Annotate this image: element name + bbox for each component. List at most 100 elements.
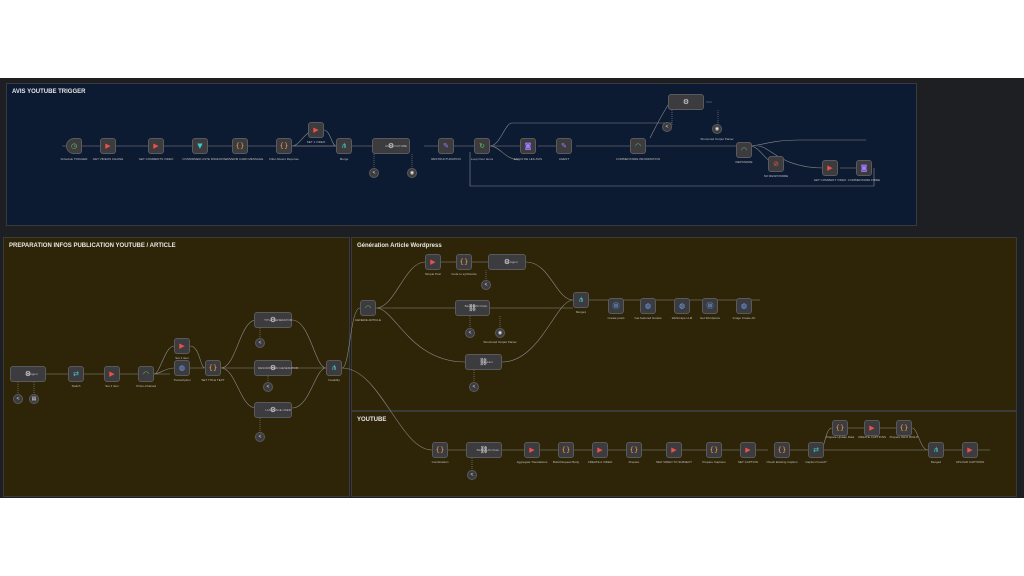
genere-article-node[interactable]: ◠ xyxy=(360,300,376,316)
image-create-node[interactable]: ◍ xyxy=(736,298,752,314)
group-title: YOUTUBE xyxy=(357,417,387,423)
model-subnode[interactable]: < xyxy=(481,280,491,290)
set-item-node[interactable]: ▶ xyxy=(104,366,120,382)
memory-subnode[interactable]: ▤ xyxy=(29,394,39,404)
ai-icon: < xyxy=(470,472,474,478)
get-comments-node[interactable]: ▶ xyxy=(148,138,164,154)
model-subnode[interactable]: < xyxy=(467,470,477,480)
agent-node[interactable]: ⚙ xyxy=(668,94,704,110)
seo-video-node[interactable]: ▶ xyxy=(666,442,682,458)
group-generation-article[interactable]: Génération Article Wordpress xyxy=(351,237,1017,411)
merge1-node[interactable]: ⋔ xyxy=(573,292,589,308)
create-captions-node[interactable]: ▶ xyxy=(864,420,880,436)
transcription-node[interactable]: ◍ xyxy=(174,360,190,376)
ai-icon: < xyxy=(258,434,262,440)
model-subnode[interactable]: < xyxy=(662,122,672,132)
set-video-node[interactable]: ▶ xyxy=(308,122,324,138)
basic-llm-chain-node[interactable]: ⛓ xyxy=(455,300,490,316)
restructuration-node[interactable]: ✎ xyxy=(438,138,454,154)
parser-subnode[interactable]: ◉ xyxy=(712,124,722,134)
parser-icon: ◉ xyxy=(714,126,720,132)
filter-node[interactable]: ▼ xyxy=(192,138,208,154)
yt-basic-llm-node[interactable]: ⛓ xyxy=(466,442,502,458)
commentaire-fibre-node[interactable]: ◙ xyxy=(856,160,872,176)
filter-absent-node[interactable]: {} xyxy=(276,138,292,154)
youtube-icon: ▶ xyxy=(869,423,875,432)
build-request-node[interactable]: {} xyxy=(558,442,574,458)
node-label: GET VIDEOS CHAINE xyxy=(92,157,124,161)
get-videos-node[interactable]: ▶ xyxy=(100,138,116,154)
node-label: Aggregate Translations xyxy=(516,460,548,464)
group-youtube[interactable]: YOUTUBE xyxy=(351,411,1017,497)
aggregate-node[interactable]: ▶ xyxy=(524,442,540,458)
merge2-node[interactable]: ⋔ xyxy=(928,442,944,458)
youtube-icon: ▶ xyxy=(179,341,185,350)
ai-icon: < xyxy=(468,330,472,336)
node-label: Invalidity xyxy=(328,378,340,382)
code-icon: {} xyxy=(709,445,719,454)
if-node[interactable]: ◠ xyxy=(138,366,154,382)
set-caption-node[interactable]: ▶ xyxy=(740,442,756,458)
featured-node[interactable]: ◍ xyxy=(640,298,656,314)
language-used-node[interactable]: ⚙ xyxy=(254,402,292,418)
scrape-node[interactable]: ◍ xyxy=(674,298,690,314)
merge-node[interactable]: ⋔ xyxy=(336,138,352,154)
merge-prep-node[interactable]: ⋔ xyxy=(326,360,342,376)
code-icon: {} xyxy=(629,445,639,454)
model-subnode[interactable]: < xyxy=(13,394,23,404)
parser-subnode[interactable]: ◉ xyxy=(407,168,417,178)
model-subnode[interactable]: < xyxy=(255,432,265,442)
node-label: CONNIRMER LISTE MSG xyxy=(182,157,218,161)
node-label: Merge2 xyxy=(930,460,942,464)
set-item-2-node[interactable]: ▶ xyxy=(174,338,190,354)
ai-agent-node[interactable]: ⚙ xyxy=(10,366,46,382)
ai-icon: < xyxy=(258,340,262,346)
extract-node[interactable]: ⛓ xyxy=(465,354,502,370)
simple-post-node[interactable]: ▶ xyxy=(425,254,441,270)
node-label: GET COMMENTS VIDEO xyxy=(138,157,174,161)
create-posts-node[interactable]: Ⓦ xyxy=(608,298,624,314)
model-subnode[interactable]: < xyxy=(263,382,273,392)
robot-icon: ⚙ xyxy=(24,369,32,378)
model-subnode[interactable]: < xyxy=(369,168,379,178)
youtube-icon: ▶ xyxy=(153,141,159,150)
upload-captions-node[interactable]: ▶ xyxy=(962,442,978,458)
schedule-trigger-node[interactable]: ◷ xyxy=(66,138,82,154)
model-subnode[interactable]: < xyxy=(465,328,475,338)
create-video-node[interactable]: ▶ xyxy=(592,442,608,458)
loop-node[interactable]: ↻ xyxy=(474,138,490,154)
code-synth-node[interactable]: {} xyxy=(456,254,472,270)
avis-youtube-agent-node[interactable]: ⚙ xyxy=(372,138,410,154)
set-title-node[interactable]: {} xyxy=(205,360,221,376)
workflow-canvas[interactable]: AVIS YOUTUBE TRIGGER PREPARATION INFOS P… xyxy=(0,78,1024,498)
repondre-node[interactable]: ◠ xyxy=(736,142,752,158)
get-wordpress-node[interactable]: Ⓦ xyxy=(702,298,718,314)
node-label: Structured Output Parser xyxy=(483,340,517,344)
wp-ai-agent-node[interactable]: ⚙ xyxy=(488,254,526,270)
model-subnode[interactable]: < xyxy=(469,382,479,392)
prepare-captions-node[interactable]: {} xyxy=(706,442,722,458)
node-label: Switch xyxy=(71,384,81,388)
no-respondre-node[interactable]: ⊘ xyxy=(768,156,784,172)
prepare-update-node[interactable]: {} xyxy=(832,420,848,436)
edit-node[interactable]: ✎ xyxy=(556,138,572,154)
send-avis-node[interactable]: ◙ xyxy=(520,138,536,154)
node-label: SET CAPTION xyxy=(738,460,758,464)
prepare-node[interactable]: {} xyxy=(626,442,642,458)
model-subnode[interactable]: < xyxy=(255,338,265,348)
prepare-info-node[interactable]: {} xyxy=(896,420,912,436)
filter-icon: ▼ xyxy=(197,141,203,150)
check-caption-node[interactable]: {} xyxy=(774,442,790,458)
code-node[interactable]: {} xyxy=(232,138,248,154)
switch-node[interactable]: ⇄ xyxy=(68,366,84,382)
caption-found-node[interactable]: ⇄ xyxy=(808,442,824,458)
get-comment-video-node[interactable]: ▶ xyxy=(822,160,838,176)
pen-icon: ✎ xyxy=(561,141,567,150)
title-generator-node[interactable]: ⚙ xyxy=(254,312,292,328)
combination-node[interactable]: {} xyxy=(432,442,448,458)
group-avis-youtube-trigger[interactable]: AVIS YOUTUBE TRIGGER xyxy=(6,83,917,226)
robot-icon: ⚙ xyxy=(269,405,277,414)
parser-subnode[interactable]: ◉ xyxy=(495,328,505,338)
description-generator-node[interactable]: ⚙ xyxy=(254,360,292,376)
commentaire-info-node[interactable]: ◠ xyxy=(630,138,646,154)
